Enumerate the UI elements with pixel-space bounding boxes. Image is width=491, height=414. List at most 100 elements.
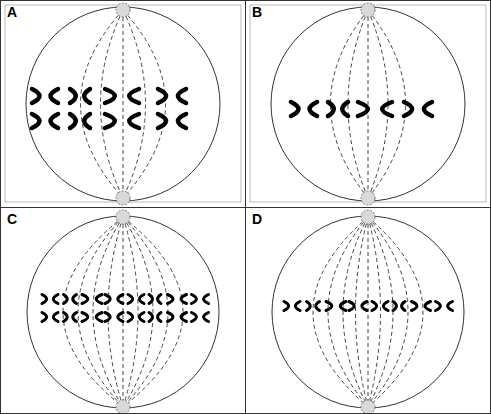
figure-panel: B (245, 0, 491, 208)
chromosome (284, 302, 300, 311)
chromatid (158, 295, 161, 304)
chromatid (326, 302, 332, 311)
chromosome (105, 114, 139, 128)
chromatid (105, 313, 110, 322)
chromosome (64, 295, 77, 304)
chromosome (70, 89, 90, 103)
chromatid (129, 114, 139, 128)
chromatid (310, 102, 317, 116)
chromatid (118, 313, 123, 322)
spindle-fiber (368, 10, 369, 198)
cell-outline (27, 216, 219, 408)
chromatid (158, 114, 166, 128)
chromatid (105, 89, 115, 103)
chromatid (168, 295, 173, 304)
chromosome (436, 302, 453, 311)
spindle-fiber (368, 10, 406, 198)
chromatid (393, 302, 396, 311)
chromatid (204, 295, 209, 304)
chromosome (128, 295, 144, 304)
chromatid (158, 313, 161, 322)
chromosome (82, 295, 102, 304)
chromatid (307, 302, 311, 311)
chromatid (32, 114, 39, 128)
chromatid (412, 302, 417, 311)
spindle-fiber (93, 217, 123, 407)
chromatid (105, 295, 110, 304)
chromatid (340, 302, 346, 311)
chromatid (284, 302, 289, 311)
chromatid (84, 114, 90, 128)
chromatid (129, 89, 139, 103)
chromosome (168, 313, 187, 322)
chromatid (178, 89, 186, 103)
spindle-fiber (78, 217, 123, 407)
chromatid (295, 302, 300, 311)
spindle-fiber (356, 217, 369, 407)
centrosome (116, 191, 130, 205)
chromosome (42, 313, 58, 322)
chromatid (358, 102, 368, 116)
chromatid (425, 302, 430, 311)
figure-panel: C (0, 207, 246, 414)
chromatid (181, 295, 186, 304)
chromatid (53, 313, 58, 322)
chromosome (404, 102, 432, 116)
panel-letter: B (252, 5, 262, 19)
chromatid (168, 313, 173, 322)
chromatid (96, 313, 102, 322)
chromosome (307, 302, 320, 311)
chromosome (192, 295, 209, 304)
chromosome (412, 302, 431, 311)
chromosome (149, 313, 161, 322)
chromosomes (32, 89, 453, 322)
cell-outline (271, 7, 465, 201)
spindle-fiber (123, 10, 124, 198)
chromatid (328, 102, 334, 116)
inner-frame (250, 5, 486, 202)
spindle-fiber (348, 10, 368, 198)
spindle-fiber (123, 217, 168, 407)
chromatid (128, 295, 133, 304)
centrosome (116, 400, 130, 414)
chromosome (372, 302, 388, 311)
chromatid (96, 295, 102, 304)
chromosome (105, 89, 139, 103)
centrosome (361, 3, 375, 17)
chromatid (181, 313, 186, 322)
chromatid (105, 114, 115, 128)
spindle-fiber (108, 217, 123, 407)
chromatid (424, 102, 432, 116)
chromatid (73, 295, 77, 304)
chromosome (168, 295, 187, 304)
panel-letter: C (7, 212, 17, 226)
chromatid (448, 302, 453, 311)
centrosome (116, 210, 130, 224)
chromatid (64, 313, 68, 322)
chromatid (192, 313, 197, 322)
chromatid (178, 114, 186, 128)
chromosome (291, 102, 317, 116)
chromosome (328, 102, 348, 116)
chromatid (118, 295, 123, 304)
chromatid (372, 302, 377, 311)
chromatid (149, 313, 152, 322)
chromatid (70, 89, 76, 103)
chromosome (192, 313, 209, 322)
chromatid (382, 102, 392, 116)
spindle-fiber (331, 10, 369, 198)
chromatid (316, 302, 320, 311)
chromatid (362, 302, 367, 311)
spindle-fiber (368, 217, 423, 407)
spindle-fiber (368, 217, 369, 407)
figure-panel: D (245, 207, 491, 414)
spindle-fiber (123, 217, 183, 407)
centrosome (361, 191, 375, 205)
chromatid (82, 313, 88, 322)
chromatid (82, 295, 88, 304)
chromatid (128, 313, 133, 322)
chromosome (64, 313, 77, 322)
spindle-fiber (81, 10, 124, 198)
centrosome (361, 210, 375, 224)
chromatid (42, 295, 47, 304)
